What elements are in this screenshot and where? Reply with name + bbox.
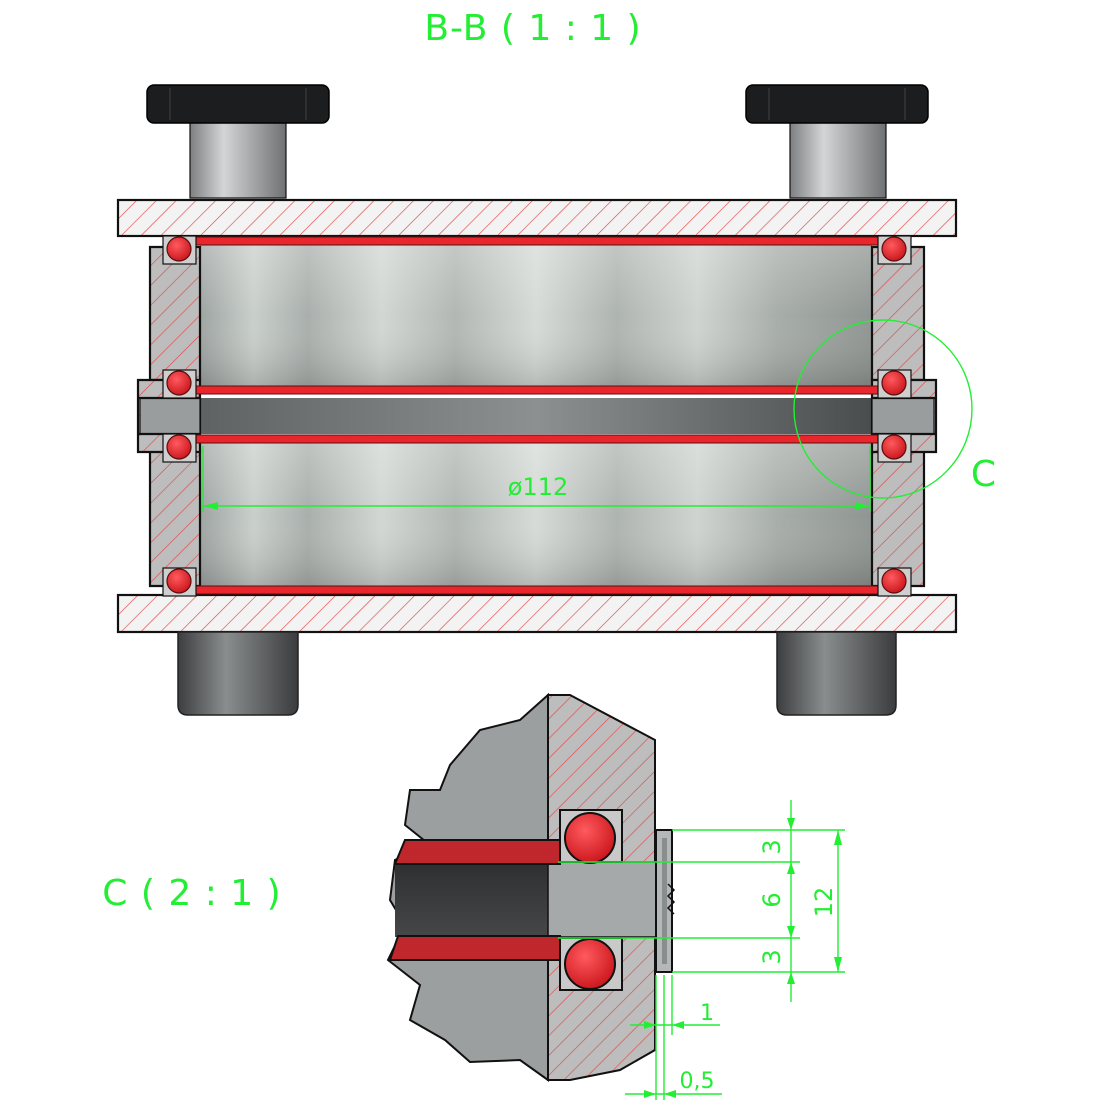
diameter-dimension: ø112 bbox=[202, 446, 871, 512]
left-wall-upper bbox=[148, 245, 202, 382]
gasket-3 bbox=[179, 434, 897, 444]
dim-top: 3 bbox=[758, 839, 786, 854]
dim-bottom: 3 bbox=[758, 949, 786, 964]
middle-band bbox=[200, 398, 872, 434]
dim-gap: 0,5 bbox=[680, 1069, 715, 1094]
gasket-1 bbox=[179, 236, 897, 246]
dim-mid: 6 bbox=[758, 892, 786, 907]
detail-view: 3 6 3 12 1 0,5 bbox=[386, 692, 845, 1100]
dim-lip: 1 bbox=[700, 1001, 714, 1026]
gasket-4 bbox=[179, 585, 897, 595]
knob-right bbox=[745, 84, 929, 199]
foot-left bbox=[177, 631, 299, 716]
detail-marker: C bbox=[971, 454, 997, 495]
o-rings-right bbox=[877, 235, 912, 597]
section-view: ø112 C bbox=[116, 84, 997, 716]
dim-total: 12 bbox=[810, 887, 838, 918]
detail-title: C ( 2 : 1 ) bbox=[102, 873, 281, 914]
gasket-2 bbox=[179, 385, 897, 395]
bottom-plate bbox=[116, 593, 958, 634]
right-wall-upper bbox=[870, 245, 926, 382]
o-rings-left bbox=[162, 235, 197, 597]
foot-right bbox=[776, 631, 897, 716]
left-wall-lower bbox=[148, 448, 202, 588]
detail-circle-c bbox=[793, 319, 973, 499]
detail-dimensions: 3 6 3 12 1 0,5 bbox=[558, 800, 845, 1100]
section-title: B-B ( 1 : 1 ) bbox=[424, 8, 641, 49]
knob-left bbox=[146, 84, 330, 199]
right-wall-lower bbox=[870, 448, 926, 588]
diameter-label: ø112 bbox=[508, 473, 569, 501]
top-plate bbox=[116, 198, 958, 238]
